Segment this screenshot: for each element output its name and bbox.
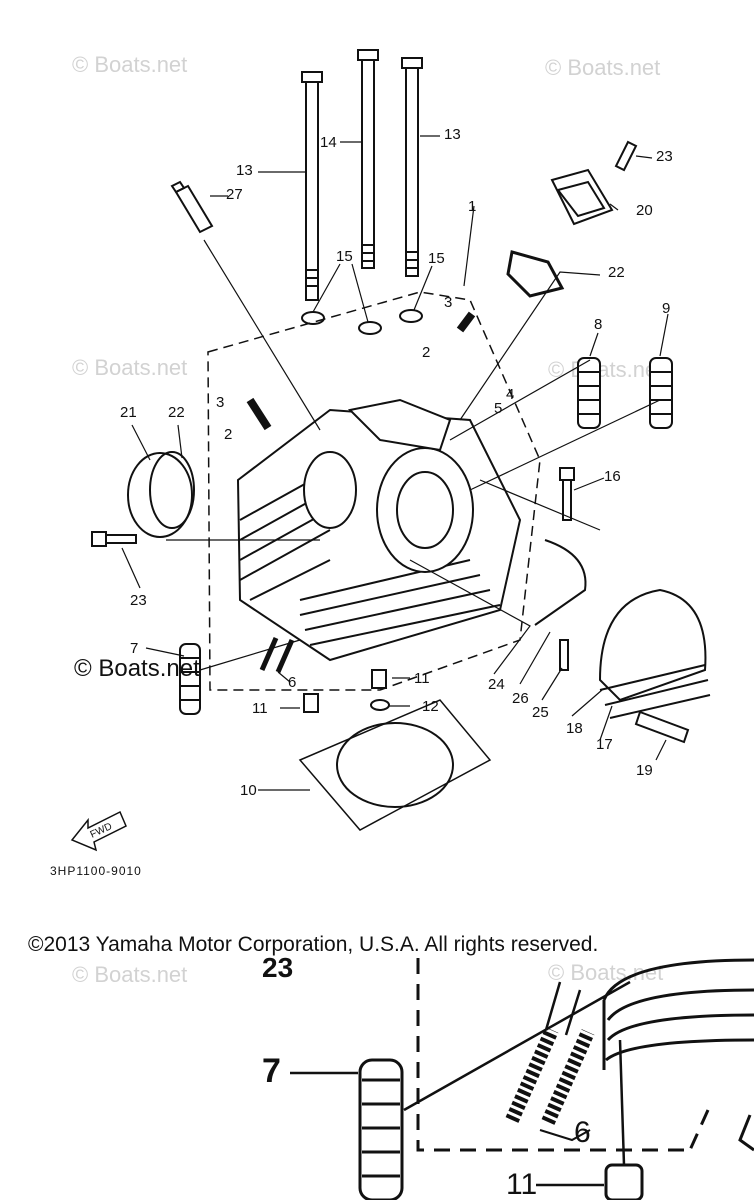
head-bolt-left — [301, 71, 323, 301]
cap-20 — [550, 168, 614, 226]
callout-17: 17 — [596, 736, 613, 753]
callout-21: 21 — [120, 404, 137, 421]
callout-8: 8 — [594, 316, 603, 333]
callout-24: 24 — [488, 676, 505, 693]
watermark: © Boats.net — [72, 52, 188, 77]
callout-15: 15 — [336, 248, 353, 265]
callout-3: 3 — [216, 394, 225, 411]
callout-19: 19 — [636, 762, 653, 779]
cylinder-head — [236, 398, 522, 662]
head-gasket — [298, 699, 492, 831]
copyright-notice: ©2013 Yamaha Motor Corporation, U.S.A. A… — [28, 933, 599, 956]
studs — [259, 636, 295, 674]
callout-11: 11 — [414, 670, 430, 687]
valve-stem-seal — [456, 311, 476, 333]
callout-22: 22 — [608, 264, 625, 281]
valve-spring-9 — [649, 357, 673, 429]
callout-7: 7 — [130, 640, 139, 657]
dowel-pin — [303, 693, 319, 713]
head-bolt-center — [357, 49, 379, 269]
watermark-dark: © Boats.net — [74, 655, 200, 682]
callout-4: 4 — [506, 386, 515, 403]
callout-13: 13 — [236, 162, 253, 179]
bolt-23-top — [614, 140, 638, 172]
watermark: © Boats.net — [72, 355, 188, 380]
left-cover — [127, 451, 195, 538]
callout-15: 15 — [428, 250, 445, 267]
washer — [358, 321, 382, 335]
callout-10: 10 — [240, 782, 257, 799]
valve-stem-seal — [246, 397, 272, 431]
watermark: © Boats.net — [72, 962, 188, 987]
callout-22: 22 — [168, 404, 185, 421]
right-cover — [598, 588, 711, 719]
callout-6: 6 — [288, 674, 297, 691]
washer — [399, 309, 423, 323]
callout-25: 25 — [532, 704, 549, 721]
callout-13: 13 — [444, 126, 461, 143]
zoom-callout-23: 23 — [262, 952, 294, 983]
watermark: © Boats.net — [548, 357, 664, 382]
bolt-16 — [559, 467, 575, 521]
callout-18: 18 — [566, 720, 583, 737]
spark-plug — [170, 180, 214, 234]
zoom-detail — [290, 958, 754, 1200]
callout-23: 23 — [656, 148, 673, 165]
callout-26: 26 — [512, 690, 529, 707]
callout-9: 9 — [662, 300, 671, 317]
fwd-arrow: FWD — [70, 810, 127, 852]
washer — [301, 311, 325, 325]
head-bolt-right — [401, 57, 423, 277]
leader-lines — [121, 135, 669, 791]
figure-code: 3HP1100-9010 — [50, 864, 142, 878]
valve-spring-8 — [577, 357, 601, 429]
dowel-pin — [371, 669, 387, 689]
bolt-23-left — [91, 531, 137, 547]
callout-3: 3 — [444, 294, 453, 311]
callout-5: 5 — [494, 400, 503, 417]
callout-14: 14 — [320, 134, 337, 151]
callout-23: 23 — [130, 592, 147, 609]
zoom-callout-6: 6 — [574, 1116, 591, 1149]
valve-spring-7 — [179, 643, 201, 715]
callout-12: 12 — [422, 698, 439, 715]
zoom-callout-7: 7 — [262, 1052, 281, 1090]
callout-2: 2 — [224, 426, 233, 443]
zoom-callout-11: 11 — [506, 1168, 538, 1201]
cover-gasket-top — [506, 250, 565, 298]
cover-gasket — [534, 539, 587, 626]
callout-11: 11 — [252, 700, 268, 717]
bolt-19 — [634, 710, 690, 744]
callout-20: 20 — [636, 202, 653, 219]
callout-2: 2 — [422, 344, 431, 361]
callout-16: 16 — [604, 468, 621, 485]
watermark: © Boats.net — [545, 55, 661, 80]
zoom-valve-spring-7 — [358, 1058, 404, 1200]
callout-1: 1 — [468, 198, 477, 215]
o-ring — [370, 699, 390, 711]
callout-27: 27 — [226, 186, 243, 203]
bolt-25 — [559, 639, 569, 671]
